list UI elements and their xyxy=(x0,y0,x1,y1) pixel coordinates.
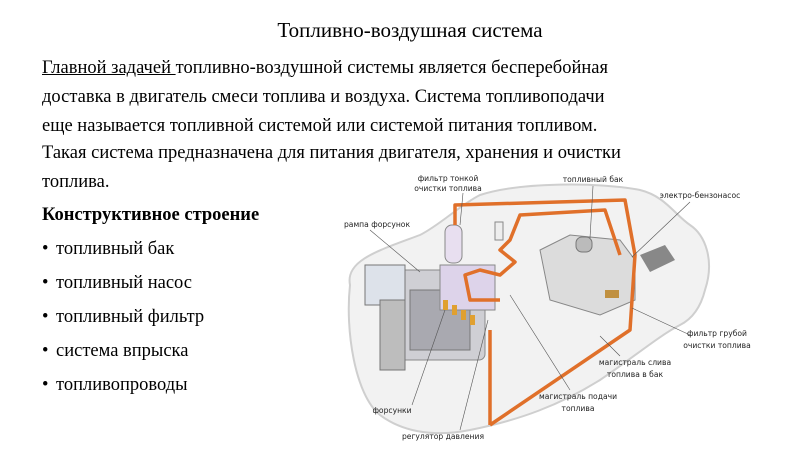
bullet-item: • топливный насос xyxy=(42,273,192,294)
slide-title: Топливно-воздушная система xyxy=(277,18,543,42)
bullet-dot: • xyxy=(42,375,49,395)
intro-line-4: Такая система предназначена для питания … xyxy=(42,143,621,163)
intro-line-1: Главной задачей топливно-воздушной систе… xyxy=(42,58,608,78)
intro-line-2: доставка в двигатель смеси топлива и воз… xyxy=(42,87,605,107)
label-coarse-filter-2: очистки топлива xyxy=(683,341,751,350)
leader-lines xyxy=(369,185,691,431)
fine-filter-icon xyxy=(494,221,504,241)
bullet-dot: • xyxy=(42,341,49,361)
bullet-text: система впрыска xyxy=(56,341,189,361)
bullet-item: • топливный фильтр xyxy=(42,307,204,328)
intro-line-3: еще называется топливной системой или си… xyxy=(42,116,598,136)
structure-heading: Конструктивное строение xyxy=(42,205,260,225)
bullet-dot: • xyxy=(42,307,49,327)
bullet-item: • система впрыска xyxy=(42,341,188,362)
injector-icons xyxy=(443,300,475,325)
label-supply-2: топлива xyxy=(562,404,595,413)
bullet-item: • топливный бак xyxy=(42,239,174,260)
label-fuel-tank: топливный бак xyxy=(563,175,624,184)
label-coarse-filter-1: фильтр грубой xyxy=(687,329,747,338)
label-fine-filter-1: фильтр тонкой xyxy=(418,174,479,183)
label-injectors: форсунки xyxy=(372,406,411,415)
label-rail: рампа форсунок xyxy=(344,220,410,229)
bullet-dot: • xyxy=(42,239,49,259)
bullet-text: топливный насос xyxy=(56,273,192,293)
intro-text: топливно-воздушной системы является бесп… xyxy=(175,58,608,78)
label-pump: электро-бензонасос xyxy=(660,191,741,200)
label-return-2: топлива в бак xyxy=(607,370,664,379)
bullet-text: топливопроводы xyxy=(56,375,188,395)
bullet-text: топливный фильтр xyxy=(56,307,205,327)
fuel-tank-icon xyxy=(539,234,675,316)
label-supply-1: магистраль подачи xyxy=(539,392,617,401)
fuel-pipe xyxy=(453,198,637,427)
intro-line-5: топлива. xyxy=(42,172,110,192)
label-fine-filter-2: очистки топлива xyxy=(414,184,482,193)
bullet-item: • топливопроводы xyxy=(42,375,188,396)
label-return-1: магистраль слива xyxy=(599,358,671,367)
engine-icon xyxy=(364,224,496,371)
bullet-text: топливный бак xyxy=(56,239,175,259)
bullet-dot: • xyxy=(42,273,49,293)
label-regulator: регулятор давления xyxy=(402,432,484,441)
intro-lead: Главной задачей xyxy=(42,58,176,78)
